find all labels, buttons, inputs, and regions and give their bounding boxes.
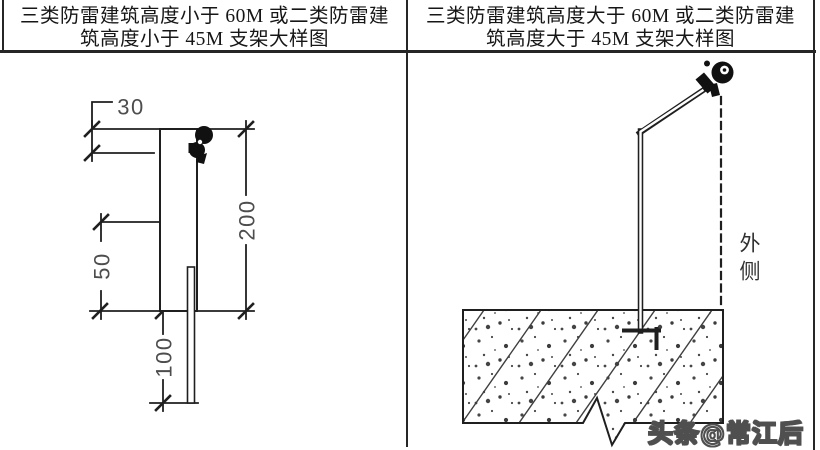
panel-divider — [406, 0, 408, 447]
round-rod — [186, 266, 196, 404]
left-support-figure: 30 50 200 — [83, 95, 260, 412]
dim-label-200: 200 — [235, 199, 260, 240]
concrete-wall-outline — [462, 309, 724, 448]
right-title-line1: 三类防雷建筑高度大于 60M 或二类防雷建 — [425, 6, 796, 27]
right-title-line2: 筑高度大于 45M 支架大样图 — [485, 29, 736, 50]
left-title-line1: 三类防雷建筑高度小于 60M 或二类防雷建 — [19, 6, 390, 27]
frame-left-edge — [2, 0, 4, 53]
outside-face-label: 外侧 — [737, 232, 761, 288]
dim-label-30: 30 — [117, 95, 144, 120]
dimension-200: 200 — [235, 120, 260, 320]
frame-right-edge — [813, 0, 815, 450]
right-panel-title: 三类防雷建筑高度大于 60M 或二类防雷建 筑高度大于 45M 支架大样图 — [407, 0, 814, 52]
left-title-line2: 筑高度小于 45M 支架大样图 — [79, 29, 330, 50]
dimension-100: 100 — [152, 302, 177, 412]
dimension-30: 30 — [83, 95, 144, 162]
bent-rod — [635, 86, 708, 334]
right-support-figure — [462, 60, 734, 448]
dim-label-100: 100 — [152, 336, 177, 377]
title-underline — [0, 50, 816, 53]
rod-clamp-icon — [188, 126, 213, 164]
left-panel-title: 三类防雷建筑高度小于 60M 或二类防雷建 筑高度小于 45M 支架大样图 — [3, 0, 406, 52]
watermark: 头条@常江后浪 — [647, 418, 805, 449]
dimension-50: 50 — [90, 213, 115, 320]
rod-tip-clamp-icon — [695, 60, 734, 97]
anchor-foot — [622, 327, 661, 350]
dim-label-50: 50 — [90, 252, 115, 279]
